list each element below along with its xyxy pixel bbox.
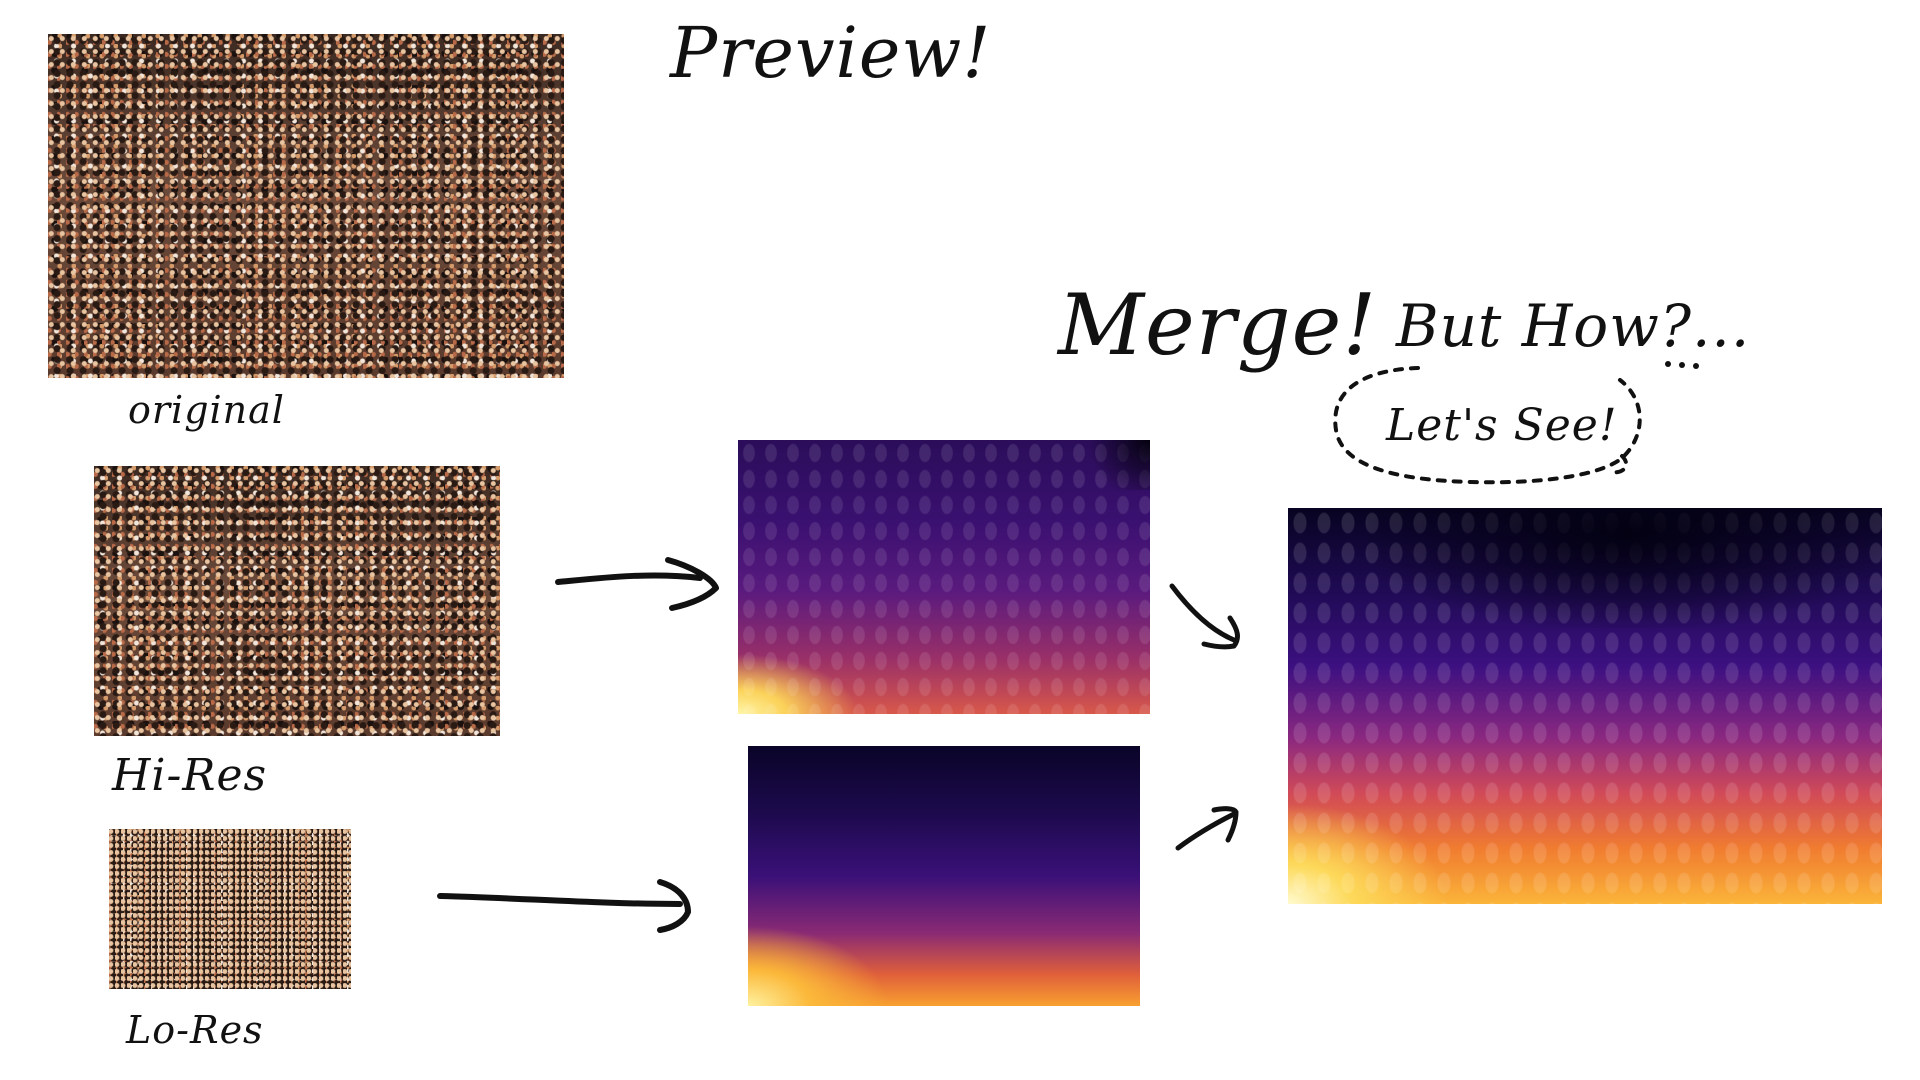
merged-depth-map <box>1288 508 1882 904</box>
speech-bubble-outline <box>1333 366 1642 485</box>
lo-res-label: Lo-Res <box>126 1008 264 1052</box>
lo-to-merged-arrow-icon <box>1175 806 1239 851</box>
original-label: original <box>128 388 285 432</box>
merge-heading: Merge! <box>1058 276 1378 374</box>
hi-to-merged-arrow-icon <box>1169 583 1240 650</box>
trailing-dots <box>1665 361 1699 369</box>
lo-res-image <box>109 829 351 989</box>
page-title: Preview! <box>670 12 992 94</box>
hi-res-label: Hi-Res <box>112 750 268 801</box>
original-image <box>48 34 564 378</box>
lo-res-depth-map <box>748 746 1140 1006</box>
question-heading: But How?... <box>1396 292 1751 360</box>
hi-res-image <box>94 466 500 736</box>
hi-res-arrow-icon <box>555 557 719 611</box>
bubble-text: Let's See! <box>1386 400 1618 451</box>
lo-res-arrow-icon <box>437 879 691 933</box>
hi-res-depth-map <box>738 440 1150 714</box>
